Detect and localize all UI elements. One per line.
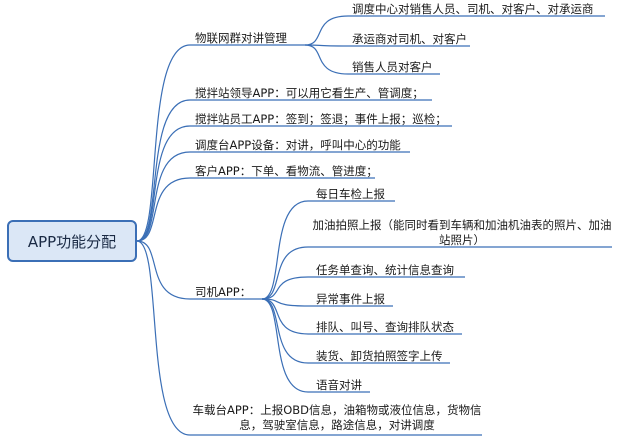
edge-root-iot	[136, 44, 191, 242]
iot-child-carrier[interactable]: 承运商对司机、对客户	[352, 32, 467, 46]
edge-driver-child-5	[261, 298, 309, 364]
edge-iot-child-2	[304, 44, 349, 75]
branch-plant-leader-app[interactable]: 搅拌站领导APP：可以用它看生产、管调度；	[195, 86, 424, 100]
edge-root-customer	[136, 177, 191, 242]
edge-root-vehicle	[136, 240, 191, 436]
edge-root-driver	[136, 240, 191, 300]
driver-child-fuel-photo[interactable]: 加油拍照上报（能同时看到车辆和加油机油表的照片、加油站照片）	[312, 218, 612, 247]
driver-child-daily-check[interactable]: 每日车检上报	[316, 187, 385, 201]
edge-root-dispatch	[136, 151, 191, 242]
edge-driver-child-0	[261, 200, 309, 300]
edge-root-staff	[136, 125, 191, 242]
edge-driver-child-6	[261, 298, 309, 393]
driver-child-load-photo[interactable]: 装货、卸货拍照签字上传	[316, 349, 443, 363]
driver-child-exception[interactable]: 异常事件上报	[316, 292, 385, 306]
branch-plant-staff-app[interactable]: 搅拌站员工APP：签到；签退；事件上报；巡检；	[195, 112, 447, 126]
driver-child-queue[interactable]: 排队、叫号、查询排队状态	[316, 320, 454, 334]
edge-iot-child-1	[304, 44, 349, 47]
edge-root-leader	[136, 99, 191, 242]
branch-vehicle-app[interactable]: 车载台APP：上报OBD信息，油箱物或液位信息，货物信息，驾驶室信息，路途信息，…	[192, 403, 482, 432]
iot-child-dispatch-center[interactable]: 调度中心对销售人员、司机、对客户、对承运商	[352, 2, 594, 16]
edge-driver-child-3	[261, 298, 309, 307]
branch-driver-app[interactable]: 司机APP：	[195, 285, 252, 299]
iot-child-sales[interactable]: 销售人员对客户	[352, 60, 433, 74]
root-node[interactable]: APP功能分配	[7, 220, 137, 262]
driver-child-task-query[interactable]: 任务单查询、统计信息查询	[316, 263, 454, 277]
edge-driver-child-2	[261, 276, 309, 300]
driver-child-voice[interactable]: 语音对讲	[316, 378, 362, 392]
branch-customer-app[interactable]: 客户APP：下单、看物流、管进度；	[195, 164, 378, 178]
edge-iot-child-0	[304, 15, 349, 46]
branch-dispatch-app[interactable]: 调度台APP设备：对讲，呼叫中心的功能	[195, 138, 401, 152]
branch-iot-intercom[interactable]: 物联网群对讲管理	[195, 31, 287, 45]
edge-driver-child-4	[261, 298, 309, 335]
edge-driver-child-1	[261, 246, 309, 300]
